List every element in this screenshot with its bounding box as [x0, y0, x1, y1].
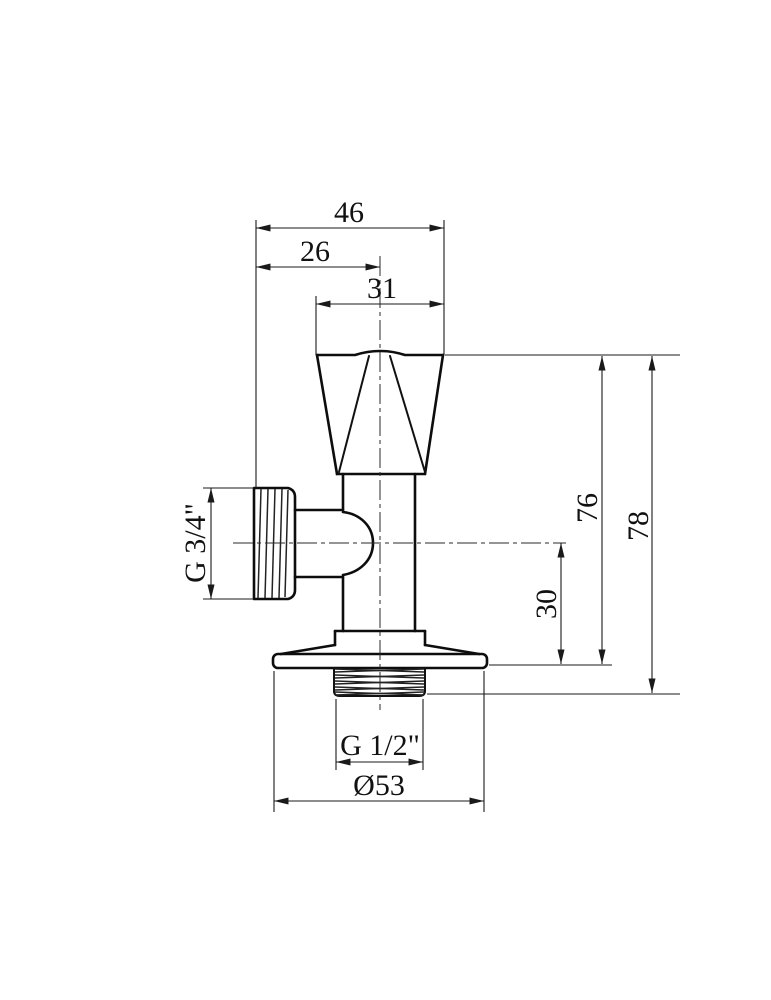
dim-label-side-port-to-flange: 30	[530, 589, 563, 619]
dim-label-bottom-thread: G 1/2"	[340, 729, 420, 762]
dimension-side-thread: G 3/4"	[179, 488, 215, 599]
valve-body	[341, 472, 417, 633]
dim-label-overall-height: 78	[622, 511, 655, 541]
dimension-overall-height: 78	[622, 356, 656, 693]
dimension-handle-top-width: 31	[316, 272, 444, 308]
dimension-bottom-thread: G 1/2"	[336, 729, 423, 766]
centerlines	[233, 256, 566, 710]
dimension-flange-diameter: Ø53	[274, 769, 484, 805]
dimension-side-port-to-flange: 30	[530, 543, 565, 664]
dim-label-side-thread: G 3/4"	[179, 503, 212, 583]
dim-label-overall-width: 46	[334, 196, 364, 229]
dimension-height-to-flange: 76	[571, 356, 606, 664]
valve-outline	[252, 349, 489, 697]
dim-label-flange-diameter: Ø53	[353, 769, 405, 802]
dimension-overall-width: 46	[256, 196, 444, 232]
dim-label-height-to-flange: 76	[571, 493, 604, 523]
dim-label-handle-top-width: 31	[367, 272, 397, 305]
valve-handle	[315, 349, 445, 476]
dimension-center-offset: 26	[256, 235, 380, 271]
dim-label-center-offset: 26	[300, 235, 330, 268]
